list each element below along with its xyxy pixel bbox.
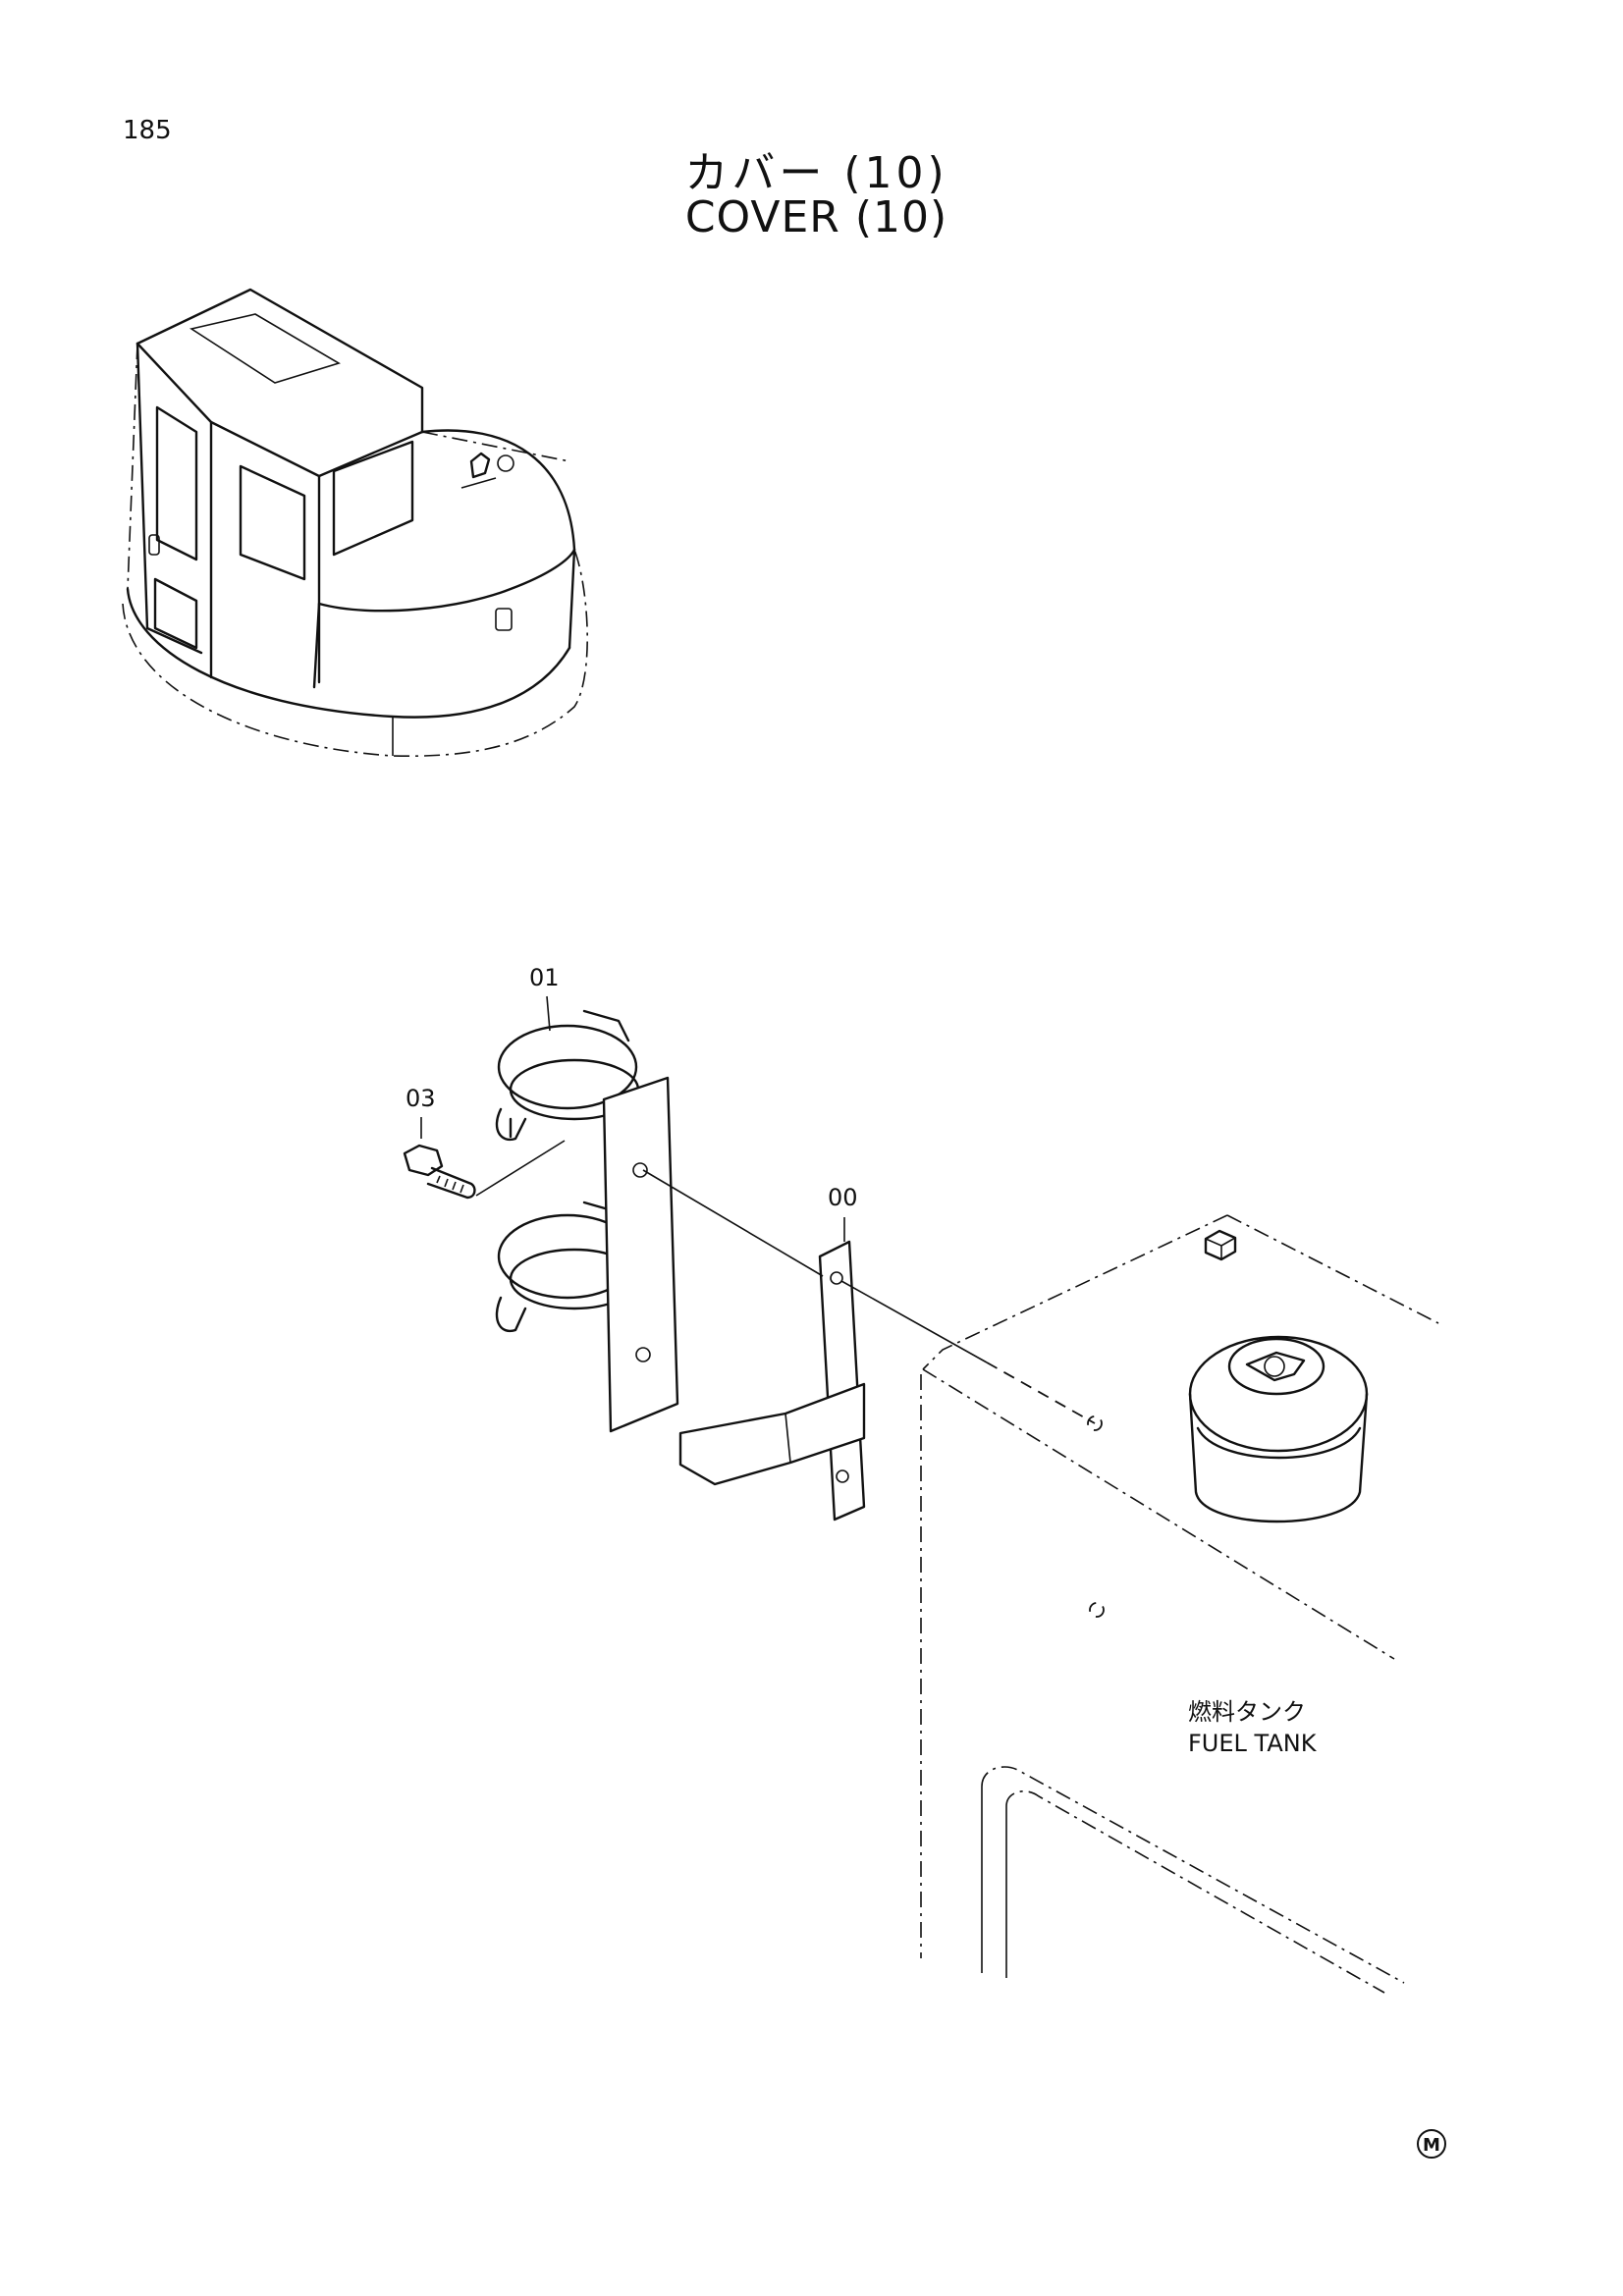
clamp-bracket-part-01 [495, 1009, 679, 1433]
fuel-tank-illustration [920, 1214, 1439, 1994]
fuel-tank-label: 燃料タンク FUEL TANK [1188, 1696, 1316, 1759]
fuel-tank-label-jp: 燃料タンク [1188, 1698, 1306, 1726]
callout-label-03: 03 [406, 1085, 436, 1112]
callout-label-01: 01 [529, 964, 560, 991]
page-title-en: COVER (10) [684, 192, 948, 242]
callout-label-00: 00 [828, 1184, 858, 1211]
excavator-overview-illustration [122, 288, 588, 758]
fuel-tank-label-en: FUEL TANK [1188, 1730, 1317, 1757]
bracket-part-00 [678, 1217, 866, 1522]
m-mark-icon: M [1417, 2129, 1446, 2159]
bolt-part-03 [403, 1117, 566, 1200]
page-number: 185 [123, 116, 172, 145]
page-title-jp: カバー (10) [684, 148, 948, 198]
